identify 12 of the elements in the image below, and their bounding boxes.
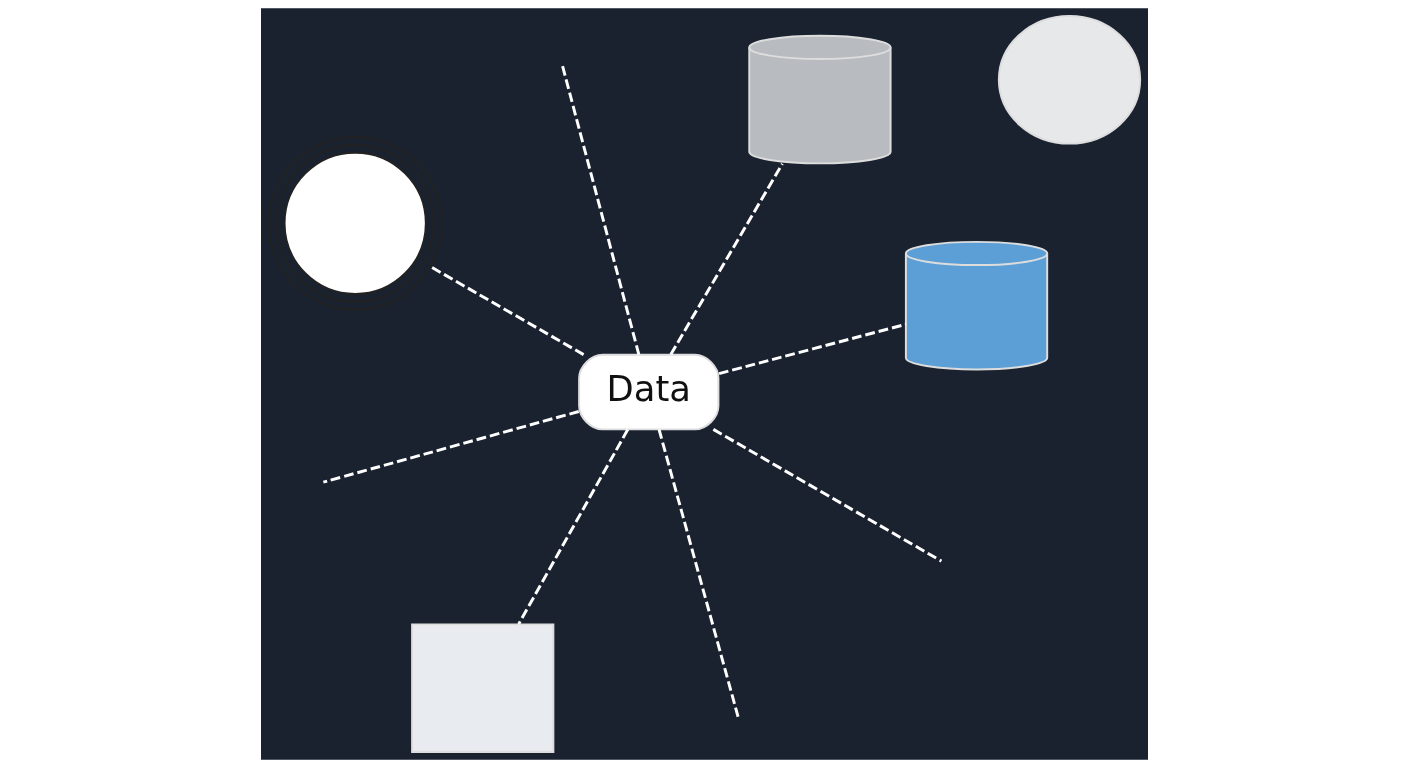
connector bbox=[712, 428, 942, 563]
node-bubble bbox=[997, 15, 1141, 145]
connector bbox=[322, 410, 579, 484]
connector bbox=[669, 163, 784, 356]
connector bbox=[657, 429, 739, 718]
connector bbox=[718, 322, 906, 375]
node-circle bbox=[267, 136, 443, 311]
connector bbox=[516, 428, 629, 625]
node-box bbox=[410, 623, 554, 753]
node-box: Data bbox=[577, 353, 719, 431]
connector bbox=[560, 65, 640, 355]
connector bbox=[429, 265, 584, 356]
